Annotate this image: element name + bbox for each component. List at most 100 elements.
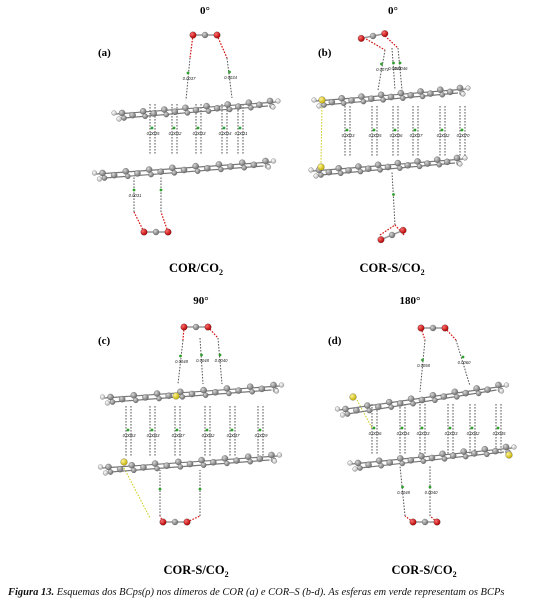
carbon-atom bbox=[357, 168, 364, 175]
carbon-atom bbox=[245, 99, 253, 106]
bond-path bbox=[185, 57, 191, 101]
bond-critical-point bbox=[186, 71, 190, 75]
bond-critical-point bbox=[159, 188, 163, 192]
carbon-atom bbox=[256, 101, 263, 109]
carbon-atom bbox=[345, 167, 352, 174]
carbon-atom bbox=[213, 105, 221, 112]
carbon-atom bbox=[194, 168, 201, 174]
hydrogen-atom bbox=[97, 464, 104, 470]
carbon-atom bbox=[429, 392, 437, 399]
carbon-atom bbox=[198, 456, 205, 464]
carbon-atom bbox=[128, 462, 136, 469]
carbon-atom bbox=[360, 98, 367, 105]
carbon-atom bbox=[107, 469, 114, 475]
bond-critical-point bbox=[392, 61, 395, 65]
oxygen-atom bbox=[204, 323, 212, 331]
oxygen-atom bbox=[180, 323, 188, 331]
carbon-atom bbox=[407, 457, 415, 464]
bond-critical-point bbox=[461, 355, 465, 359]
bond-critical-point bbox=[196, 126, 200, 130]
bcp-value: 0.0040 bbox=[388, 66, 401, 71]
carbon-atom bbox=[226, 106, 233, 113]
carbon-atom bbox=[471, 450, 478, 457]
carbon-atom bbox=[122, 168, 130, 175]
oxygen-atom bbox=[441, 324, 449, 332]
carbon-atom bbox=[248, 104, 254, 111]
carbon-atom bbox=[235, 103, 242, 110]
carbon-atom bbox=[416, 163, 423, 170]
carbon-atom bbox=[233, 457, 240, 464]
bond-critical-point bbox=[150, 126, 154, 130]
oxygen-atom bbox=[183, 518, 191, 526]
bcp-value: 0.0053 bbox=[123, 433, 136, 438]
carbon-atom bbox=[192, 323, 200, 331]
carbon-atom bbox=[215, 161, 223, 168]
bcp-value: 0.0047 bbox=[227, 433, 240, 438]
bcp-value: 0.0037 bbox=[183, 76, 196, 81]
bond-critical-point bbox=[150, 428, 154, 432]
carbon-atom bbox=[484, 451, 490, 458]
bond-path bbox=[123, 467, 151, 519]
carbon-atom bbox=[418, 396, 426, 404]
carbon-atom bbox=[262, 157, 269, 165]
hydrogen-atom bbox=[116, 116, 122, 122]
oxygen-bond-path bbox=[384, 35, 399, 49]
carbon-atom bbox=[440, 393, 448, 400]
carbon-atom bbox=[179, 394, 186, 400]
carbon-atom bbox=[417, 88, 424, 95]
panel-a-angle: 0° bbox=[200, 5, 210, 17]
bcp-value: 0.0043 bbox=[147, 433, 160, 438]
carbon-atom bbox=[140, 464, 147, 471]
co2-molecule bbox=[417, 324, 449, 332]
carbon-atom bbox=[407, 395, 415, 402]
bond-critical-point bbox=[440, 128, 444, 132]
bcp-value: 0.0033 bbox=[417, 431, 430, 436]
co2-molecule bbox=[180, 323, 212, 331]
oxygen-atom bbox=[417, 324, 425, 332]
carbon-atom bbox=[353, 407, 360, 414]
bond-path bbox=[391, 171, 396, 226]
carbon-atom bbox=[410, 400, 416, 407]
carbon-atom bbox=[368, 95, 375, 102]
bond-critical-point bbox=[398, 61, 402, 65]
carbon-atom bbox=[454, 394, 460, 400]
carbon-atom bbox=[235, 387, 242, 394]
bond-critical-point bbox=[228, 70, 231, 74]
carbon-atom bbox=[473, 385, 480, 392]
bcp-value: 0.0033 bbox=[193, 131, 206, 136]
carbon-atom bbox=[502, 443, 510, 451]
carbon-atom bbox=[131, 467, 137, 474]
bond-path bbox=[391, 47, 396, 91]
carbon-atom bbox=[449, 452, 457, 459]
co2-molecule bbox=[409, 518, 441, 526]
bond-critical-point bbox=[401, 485, 404, 489]
caption-text: Esquemas dos BCps(ρ) nos dímeros de COR … bbox=[54, 587, 505, 598]
oxygen-atom bbox=[377, 236, 385, 244]
oxygen-bond-path bbox=[420, 327, 426, 341]
panel-d-letter: (d) bbox=[328, 335, 342, 347]
oxygen-bond-path bbox=[133, 211, 145, 233]
carbon-atom bbox=[400, 95, 406, 101]
carbon-atom bbox=[328, 98, 336, 106]
carbon-atom bbox=[441, 456, 448, 462]
panel-d-angle: 180° bbox=[400, 295, 421, 307]
bcp-value: 0.0031 bbox=[129, 193, 142, 198]
sulfur-atom bbox=[505, 451, 513, 459]
coronene-layer bbox=[91, 157, 277, 182]
carbon-atom bbox=[462, 453, 469, 460]
bond-critical-point bbox=[413, 128, 417, 132]
carbon-atom bbox=[139, 108, 147, 115]
carbon-atom bbox=[340, 100, 347, 107]
carbon-atom bbox=[453, 154, 461, 162]
hydrogen-atom bbox=[270, 158, 277, 164]
bond-critical-point bbox=[158, 487, 162, 491]
carbon-atom bbox=[325, 168, 333, 176]
carbon-atom bbox=[388, 231, 396, 239]
carbon-atom bbox=[437, 86, 444, 93]
bond-path bbox=[455, 339, 471, 387]
bond-critical-point bbox=[460, 128, 464, 132]
carbon-atom bbox=[163, 462, 170, 469]
carbon-atom bbox=[337, 170, 344, 177]
carbon-atom bbox=[163, 111, 170, 118]
